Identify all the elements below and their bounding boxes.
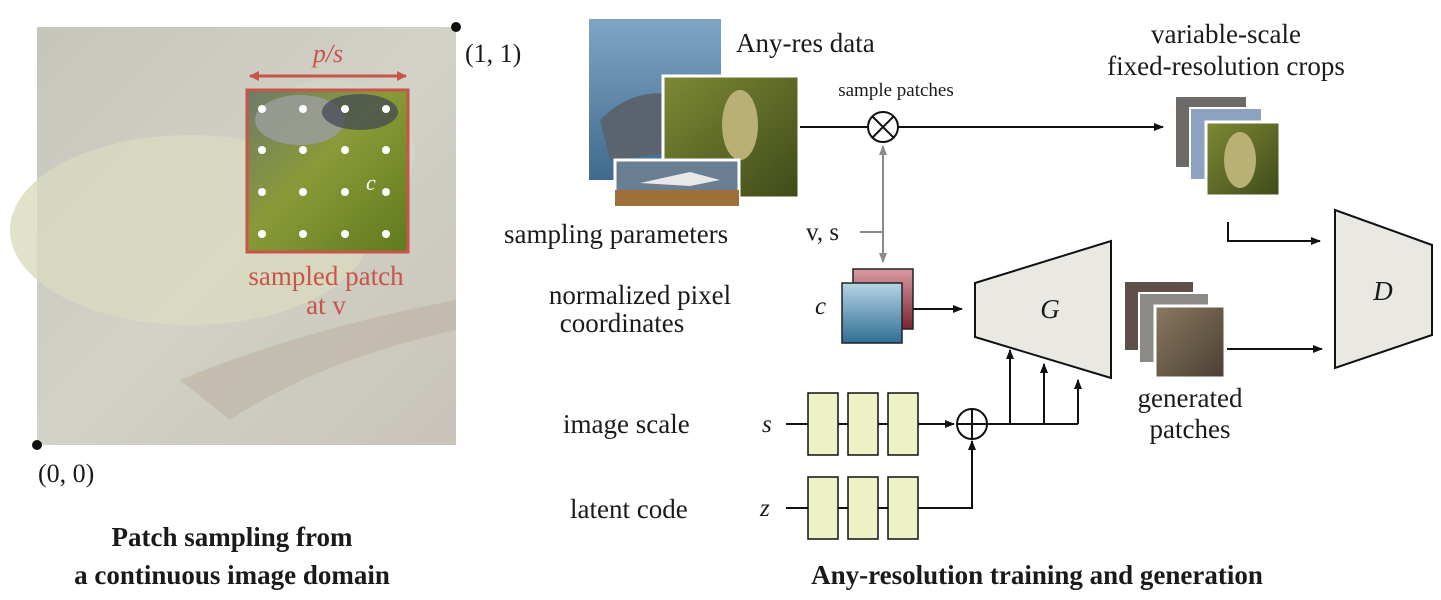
sample-point bbox=[299, 230, 307, 238]
sample-point bbox=[258, 146, 266, 154]
latent-mlp-block-1 bbox=[807, 476, 839, 540]
sample-point bbox=[341, 230, 349, 238]
sample-point bbox=[382, 230, 390, 238]
crops-photo-stack bbox=[1174, 95, 1282, 198]
sample-point bbox=[382, 188, 390, 196]
scale-mlp-block-2 bbox=[847, 392, 879, 456]
sum-operator-icon bbox=[956, 408, 988, 440]
sample-point bbox=[299, 188, 307, 196]
branch-shape bbox=[180, 300, 456, 420]
sample-point bbox=[258, 188, 266, 196]
coordinate-tensor-icon bbox=[841, 268, 914, 344]
latent-mlp-block-3 bbox=[887, 476, 919, 540]
scale-mlp-block-1 bbox=[807, 392, 839, 456]
corner-dot-bottom-left bbox=[32, 440, 42, 450]
sample-point bbox=[258, 105, 266, 113]
image-scale-label: image scale bbox=[563, 409, 690, 439]
patch-center-label: c bbox=[366, 170, 376, 195]
scale-mlp-block-3 bbox=[887, 392, 919, 456]
scale-s-label: s bbox=[762, 411, 772, 438]
crops-label-2: fixed-resolution crops bbox=[1107, 51, 1345, 81]
sampled-patch-label-2: at v bbox=[306, 290, 346, 320]
corner-dot-top-right bbox=[451, 22, 461, 32]
anyres-photo-stack bbox=[587, 17, 801, 208]
sample-point bbox=[341, 188, 349, 196]
sampling-parameters-label: sampling parameters bbox=[504, 219, 728, 249]
corner-label-bottom-left: (0, 0) bbox=[38, 459, 94, 488]
discriminator-label: D bbox=[1372, 276, 1393, 306]
left-caption-line-1: Patch sampling from bbox=[112, 522, 354, 552]
vs-label: v, s bbox=[806, 219, 839, 246]
crops-label-1: variable-scale bbox=[1151, 19, 1301, 49]
sample-point-grid bbox=[258, 105, 390, 238]
sample-patches-label: sample patches bbox=[838, 80, 954, 101]
latent-mlp-blocks bbox=[807, 476, 919, 540]
coords-label-2: coordinates bbox=[560, 308, 684, 338]
right-caption: Any-resolution training and generation bbox=[811, 560, 1263, 590]
anyres-data-label: Any-res data bbox=[736, 28, 875, 58]
sample-point bbox=[382, 105, 390, 113]
sample-point bbox=[382, 146, 390, 154]
sample-point bbox=[341, 146, 349, 154]
sample-point bbox=[299, 146, 307, 154]
discriminator-block bbox=[1334, 208, 1433, 370]
crops-to-discriminator-arrow bbox=[1227, 222, 1321, 245]
generator-label: G bbox=[1040, 294, 1060, 324]
generated-label-1: generated bbox=[1138, 383, 1243, 413]
latent-to-sum-arrow bbox=[918, 440, 976, 509]
sample-operator-icon bbox=[867, 111, 899, 143]
left-caption-line-2: a continuous image domain bbox=[74, 560, 390, 590]
latent-code-label: latent code bbox=[570, 494, 688, 524]
sample-point bbox=[258, 230, 266, 238]
generated-label-2: patches bbox=[1150, 414, 1231, 444]
coords-label-1: normalized pixel bbox=[549, 280, 731, 310]
sample-point bbox=[299, 105, 307, 113]
sampled-patch: c bbox=[245, 88, 410, 254]
latent-z-label: z bbox=[759, 495, 770, 522]
sample-point bbox=[341, 105, 349, 113]
sampled-patch-label-1: sampled patch bbox=[248, 261, 404, 291]
params-to-sampler-arrow bbox=[860, 145, 887, 233]
coords-c-label: c bbox=[815, 293, 826, 320]
generated-patches-stack bbox=[1123, 280, 1227, 380]
scale-mlp-blocks bbox=[807, 392, 919, 456]
latent-mlp-block-2 bbox=[847, 476, 879, 540]
generator-block bbox=[974, 239, 1112, 380]
patch-width-label: p/s bbox=[311, 39, 343, 68]
corner-label-top-right: (1, 1) bbox=[465, 39, 521, 68]
